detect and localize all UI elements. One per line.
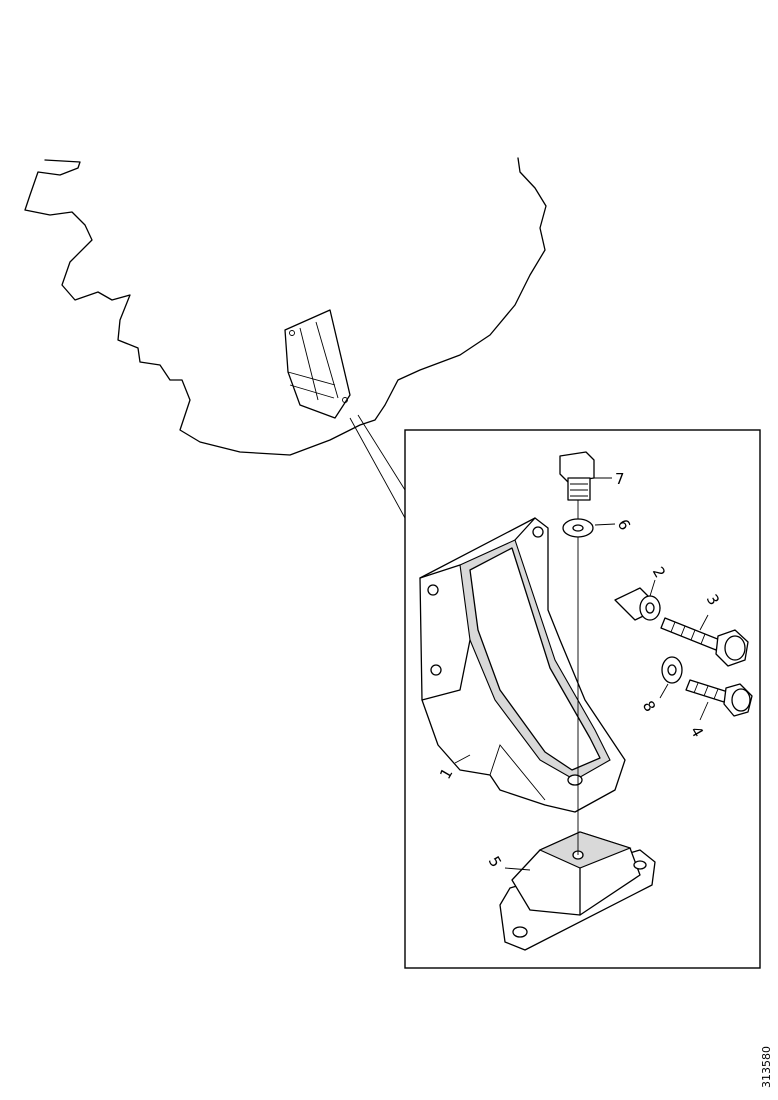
callout-6: 6: [614, 516, 634, 533]
callout-7: 7: [615, 470, 625, 488]
short-bolt: [685, 679, 753, 717]
callout-2: 2: [649, 564, 669, 581]
callout-5: 5: [485, 853, 505, 870]
spacer-sleeve: [614, 587, 661, 621]
washer: [562, 518, 594, 538]
rubber-mount: [499, 831, 656, 951]
callout-4: 4: [687, 723, 707, 740]
engine-outline: [24, 157, 547, 456]
callout-1: 1: [436, 765, 456, 782]
callout-leaders: [454, 477, 709, 871]
callout-3: 3: [703, 591, 723, 608]
detail-frame: [404, 429, 761, 969]
callout-8: 8: [639, 698, 659, 715]
long-bolt: [660, 617, 749, 667]
mount-bracket: [419, 517, 626, 813]
engine-bracket-small: [284, 309, 351, 419]
small-washer: [661, 656, 683, 684]
detail-leader-lines: [349, 414, 406, 519]
figure-reference-number: 313580: [760, 1046, 773, 1088]
bolt-top: [559, 451, 595, 501]
